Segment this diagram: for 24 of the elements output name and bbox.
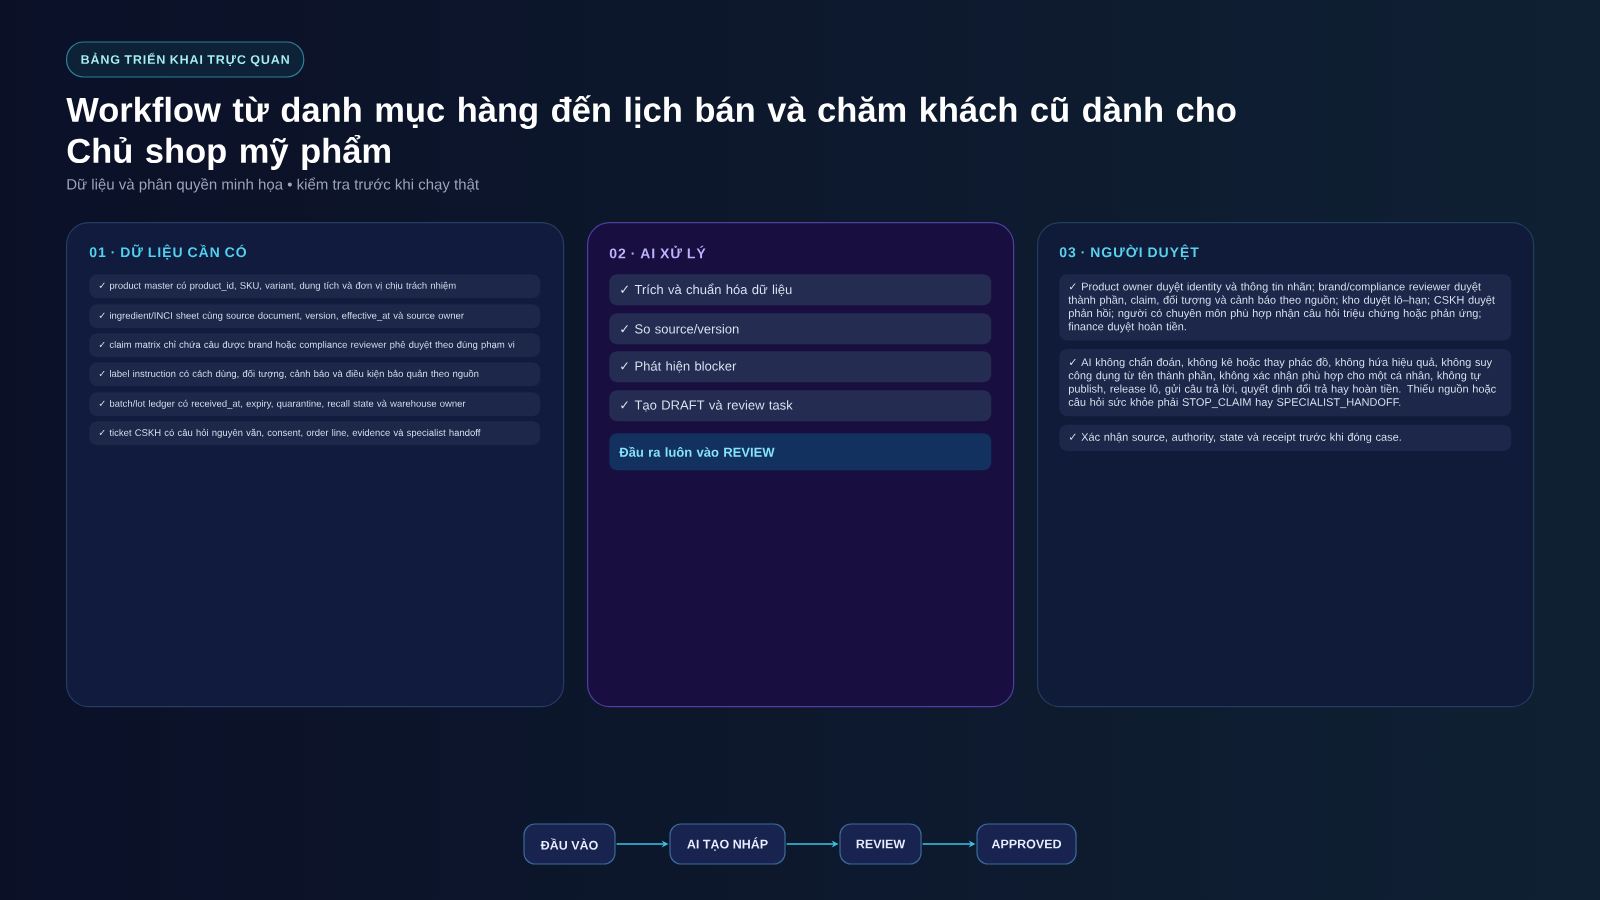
checklist-item: ✓ ingredient/INCI sheet cùng source document, version, effective_at và source owner	[89, 304, 541, 329]
highlight-box: Đầu ra luôn vào REVIEW	[609, 433, 992, 471]
checklist-item: ✓ So source/version	[609, 313, 992, 345]
checklist-item: ✓ Product owner duyệt identity và thông tin nhãn; brand/compliance reviewer duyệt thành phần, claim, đối tượng và cảnh báo theo nguồn; kho duyệt lô–hạn; CSKH duyệt phản hồi; người có chuyên môn phù hợp nhận câu hỏi triệu chứng hoặc phản ứng; finance duyệt hoàn tiền.	[1059, 274, 1512, 341]
panel-heading: 03 · NGƯỜI DUYỆT	[1059, 244, 1199, 260]
checklist-item: ✓ Phát hiện blocker	[609, 351, 992, 383]
subtitle: Dữ liệu và phân quyền minh họa • kiểm tra trước khi chạy thật	[67, 177, 479, 193]
checklist-item: ✓ Trích và chuẩn hóa dữ liệu	[609, 274, 992, 306]
header-badge: BẢNG TRIỂN KHAI TRỰC QUAN	[66, 41, 305, 78]
checklist-item: ✓ Xác nhận source, authority, state và receipt trước khi đóng case.	[1059, 424, 1512, 452]
title: Workflow từ danh mục hàng đến lịch bán và chăm khách cũ dành cho Chủ shop mỹ phẩm	[66, 95, 1236, 170]
checklist-item: ✓ product master có product_id, SKU, variant, dung tích và đơn vị chịu trách nhiệm	[89, 274, 541, 299]
panel-heading: 01 · DỮ LIỆU CẦN CÓ	[89, 244, 246, 260]
step-box: ĐẦU VÀO	[523, 823, 616, 865]
step-box: APPROVED	[976, 823, 1077, 865]
panel-heading: 02 · AI XỬ LÝ	[609, 245, 706, 259]
step-box: REVIEW	[839, 823, 922, 865]
checklist-item: ✓ batch/lot ledger có received_at, expiry, quarantine, recall state và warehouse owner	[89, 392, 541, 417]
step-box: AI TẠO NHÁP	[669, 823, 786, 865]
checklist-item: ✓ label instruction có cách dùng, đối tượng, cảnh báo và điều kiện bảo quản theo nguồn	[89, 362, 541, 387]
checklist-item: ✓ ticket CSKH có câu hỏi nguyên văn, consent, order line, evidence và specialist handoff	[89, 421, 541, 446]
checklist-item: ✓ Tạo DRAFT và review task	[609, 390, 992, 422]
checklist-item: ✓ claim matrix chỉ chứa câu được brand hoặc compliance reviewer phê duyệt theo đúng phạm vi	[89, 333, 541, 358]
checklist-item: ✓ AI không chẩn đoán, không kê hoặc thay phác đồ, không hứa hiệu quả, không suy công dụng từ tên thành phần, không xác nhận phù hợp cho một cá nhân, không tự publish, release lô, gửi câu trả lời, quyết định đổi trả hay hoàn tiền. Thiếu nguồn hoặc câu hỏi sức khỏe phải STOP_CLAIM hay SPECIALIST_HANDOFF.	[1059, 349, 1512, 417]
